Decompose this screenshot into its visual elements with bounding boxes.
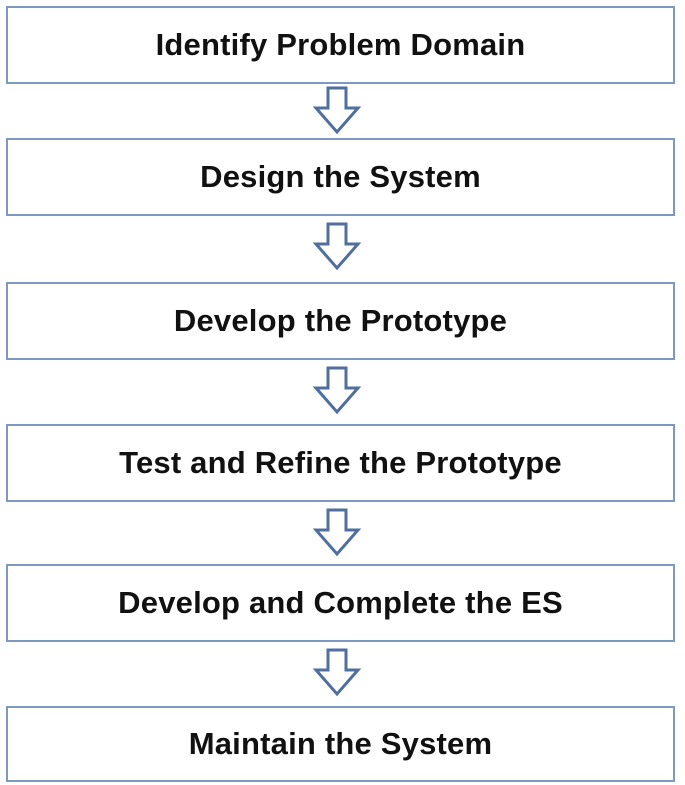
step-develop-and-complete-the-es: Develop and Complete the ES	[6, 564, 675, 642]
step-develop-the-prototype: Develop the Prototype	[6, 282, 675, 360]
down-arrow-icon	[312, 508, 362, 558]
step-label: Design the System	[200, 159, 481, 194]
step-identify-problem-domain: Identify Problem Domain	[6, 6, 675, 84]
down-arrow-icon	[312, 648, 362, 698]
step-label: Develop the Prototype	[173, 303, 508, 338]
step-test-and-refine-the-prototype: Test and Refine the Prototype	[6, 424, 675, 502]
step-label: Maintain the System	[188, 726, 493, 761]
step-design-the-system: Design the System	[6, 138, 675, 216]
step-label: Develop and Complete the ES	[118, 585, 563, 620]
step-label: Test and Refine the Prototype	[119, 445, 562, 480]
step-label: Identify Problem Domain	[155, 27, 526, 62]
down-arrow-icon	[312, 366, 362, 416]
down-arrow-icon	[312, 222, 362, 272]
step-maintain-the-system: Maintain the System	[6, 706, 675, 782]
down-arrow-icon	[312, 86, 362, 136]
